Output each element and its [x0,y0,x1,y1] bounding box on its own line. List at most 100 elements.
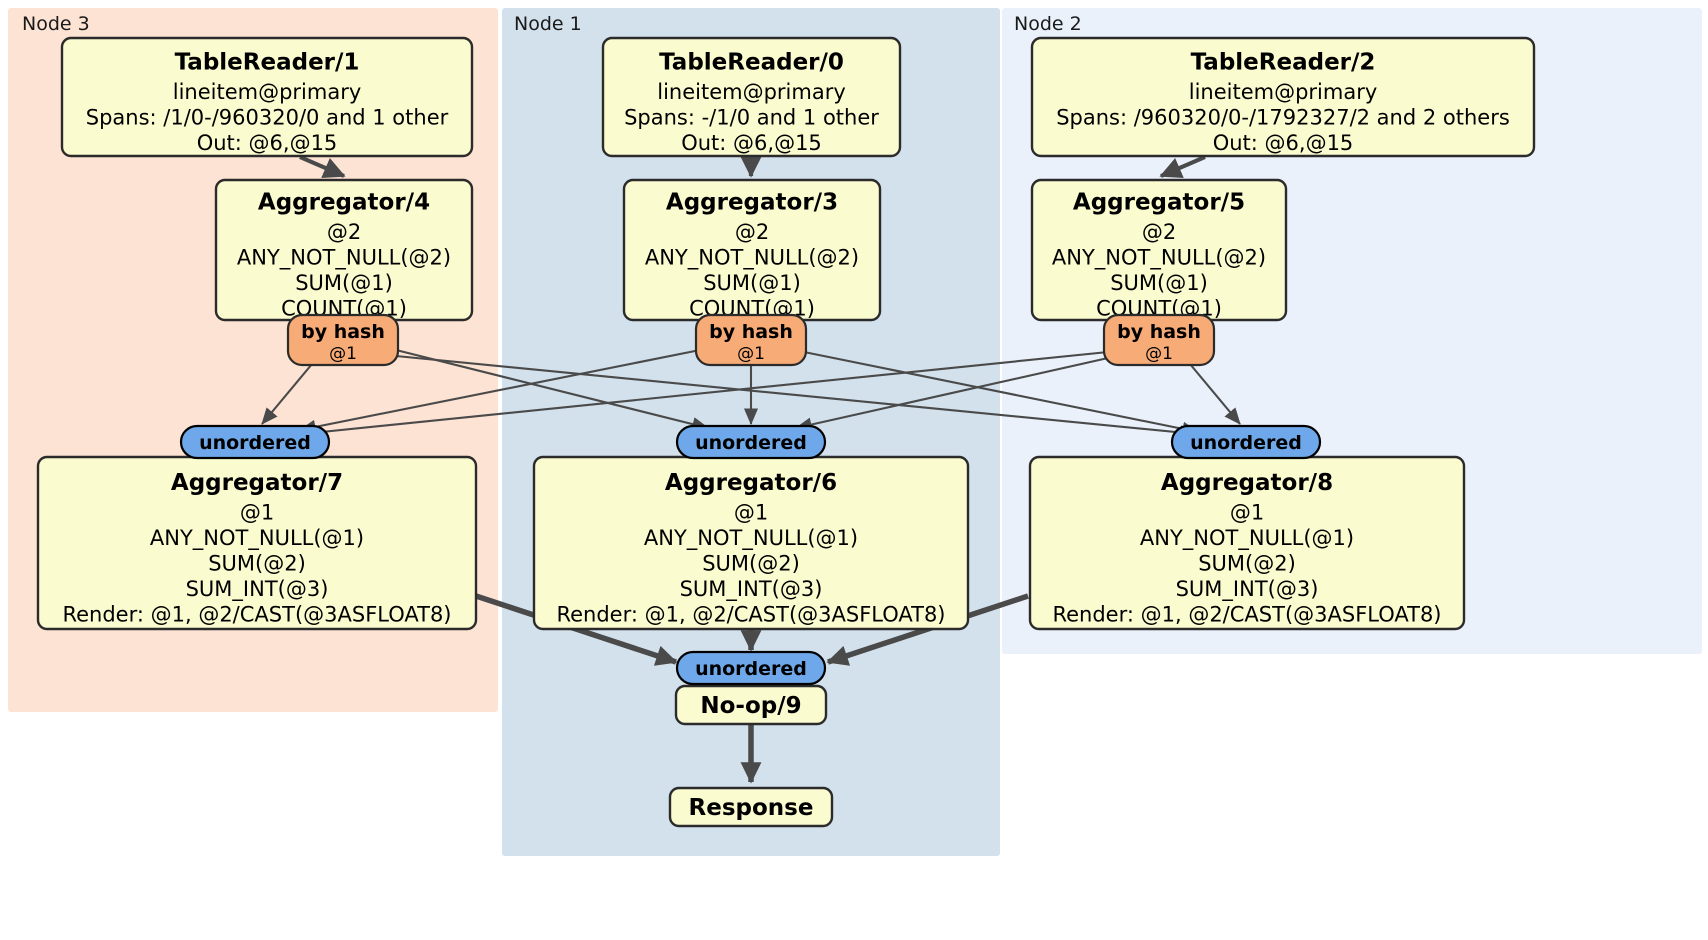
unordered-badge-bg [675,650,827,686]
edge-hash4-unord6 [395,348,710,432]
edge-hash5-unord6 [794,356,1109,432]
edge-hash5-unord8 [1189,363,1241,425]
processor-detail-line: Render: @1, @2/CAST(@3ASFLOAT8) [62,602,451,626]
hash-badge-column: @1 [737,344,765,364]
processor-box-noop9[interactable]: No-op/9 [674,684,828,726]
processor-detail-line: @2 [327,220,361,244]
unordered-badge-label: unordered [695,432,807,454]
processor-detail-line: SUM_INT(@3) [680,577,823,602]
processor-detail-line: Out: @6,@15 [1213,131,1354,155]
processor-box-aggregator8[interactable]: Aggregator/8 @1ANY_NOT_NULL(@1)SUM(@2)SUM… [1028,455,1466,631]
hash-badge-label: by hash [301,321,385,343]
edges-hash-shuffle [261,348,1241,440]
processor-box-bg [674,684,828,726]
processor-detail-line: ANY_NOT_NULL(@2) [1052,246,1266,271]
processor-detail-line: Spans: /960320/0-/1792327/2 and 2 others [1056,105,1510,129]
processor-detail-line: SUM(@2) [702,551,800,575]
processor-title: Aggregator/8 [1161,470,1333,496]
hash-badge-column: @1 [329,344,357,364]
node-region-labels: Node 3 Node 1 Node 2 [22,13,1082,35]
unordered-badge-unord7[interactable]: unordered [179,424,331,460]
node-label-node2: Node 2 [1014,13,1082,35]
processor-detail-line: SUM_INT(@3) [186,577,329,602]
processor-detail-line: ANY_NOT_NULL(@1) [150,526,364,551]
processor-detail-line: SUM(@1) [1110,271,1208,295]
processor-title: Aggregator/5 [1073,190,1245,216]
processor-detail-line: Out: @6,@15 [681,131,822,155]
processor-title: Aggregator/6 [665,470,837,496]
unordered-badge-unord8[interactable]: unordered [1170,424,1322,460]
edge-tablereader1-aggregator4 [299,155,346,179]
edges-reader-to-aggregator [299,155,1206,179]
unordered-badge-bg [1170,424,1322,460]
hash-badge-label: by hash [709,321,793,343]
processor-detail-line: Out: @6,@15 [197,131,338,155]
processor-detail-line: Spans: /1/0-/960320/0 and 1 other [86,105,449,129]
processor-detail-line: ANY_NOT_NULL(@2) [645,246,859,271]
processor-detail-line: @1 [240,500,274,524]
unordered-badges: unordered unordered unordered unordered [179,424,1322,686]
processor-detail-line: SUM(@1) [295,271,393,295]
unordered-badge-label: unordered [199,432,311,454]
hash-badge-hash3[interactable]: by hash@1 [694,313,808,367]
processor-detail-line: Render: @1, @2/CAST(@3ASFLOAT8) [556,602,945,626]
processor-detail-line: lineitem@primary [173,80,362,104]
processor-title: TableReader/1 [175,49,360,75]
processor-box-response[interactable]: Response [668,786,834,828]
processor-box-aggregator4[interactable]: Aggregator/4@2ANY_NOT_NULL(@2)SUM(@1)COU… [214,178,474,322]
processor-detail-line: SUM(@1) [703,271,801,295]
edge-hash5-unord7 [300,350,1109,440]
processor-box-aggregator7[interactable]: Aggregator/7 @1ANY_NOT_NULL(@1)SUM(@2)SUM… [36,455,478,631]
hash-badge-bg [694,313,808,367]
edge-hash4-unord8 [395,354,1198,440]
processor-detail-line: @1 [1230,500,1264,524]
processor-title: TableReader/2 [1191,49,1376,75]
hash-badge-label: by hash [1117,321,1201,343]
processor-detail-line: Spans: -/1/0 and 1 other [624,105,879,129]
unordered-badge-unord6[interactable]: unordered [675,424,827,460]
processor-detail-line: lineitem@primary [657,80,846,104]
processor-detail-line: @2 [1142,220,1176,244]
unordered-badge-bg [179,424,331,460]
edge-hash3-unord7 [298,348,701,434]
processor-detail-line: SUM(@2) [208,551,306,575]
processor-detail-line: SUM(@2) [1198,551,1296,575]
processor-detail-line: ANY_NOT_NULL(@1) [1140,526,1354,551]
processor-box-aggregator5[interactable]: Aggregator/5@2ANY_NOT_NULL(@2)SUM(@1)COU… [1030,178,1288,322]
processor-detail-line: ANY_NOT_NULL(@1) [644,526,858,551]
processor-detail-line: lineitem@primary [1189,80,1378,104]
hash-badges: by hash@1by hash@1by hash@1 [286,313,1216,367]
unordered-badge-label: unordered [695,658,807,680]
node-label-node3: Node 3 [22,13,90,35]
processor-box-bg [668,786,834,828]
node-label-node1: Node 1 [514,13,582,35]
processor-title: Aggregator/3 [666,190,838,216]
unordered-badge-unord9[interactable]: unordered [675,650,827,686]
hash-badge-hash4[interactable]: by hash@1 [286,313,400,367]
processor-title: No-op/9 [700,693,801,719]
unordered-badge-bg [675,424,827,460]
processor-detail-line: Render: @1, @2/CAST(@3ASFLOAT8) [1052,602,1441,626]
hash-badge-bg [286,313,400,367]
processor-detail-line: @1 [734,500,768,524]
processor-title: Aggregator/4 [258,190,430,216]
processor-box-bg [601,36,902,158]
processor-box-aggregator3[interactable]: Aggregator/3@2ANY_NOT_NULL(@2)SUM(@1)COU… [622,178,882,322]
processor-box-aggregator6[interactable]: Aggregator/6 @1ANY_NOT_NULL(@1)SUM(@2)SUM… [532,455,970,631]
processor-detail-line: @2 [735,220,769,244]
hash-badge-hash5[interactable]: by hash@1 [1102,313,1216,367]
processor-title: TableReader/0 [659,49,844,75]
processor-title: Response [689,795,814,821]
processor-title: Aggregator/7 [171,470,343,496]
hash-badge-column: @1 [1145,344,1173,364]
processor-detail-line: SUM_INT(@3) [1176,577,1319,602]
unordered-badge-label: unordered [1190,432,1302,454]
edge-hash4-unord7 [261,363,313,425]
edge-hash3-unord8 [803,350,1200,436]
